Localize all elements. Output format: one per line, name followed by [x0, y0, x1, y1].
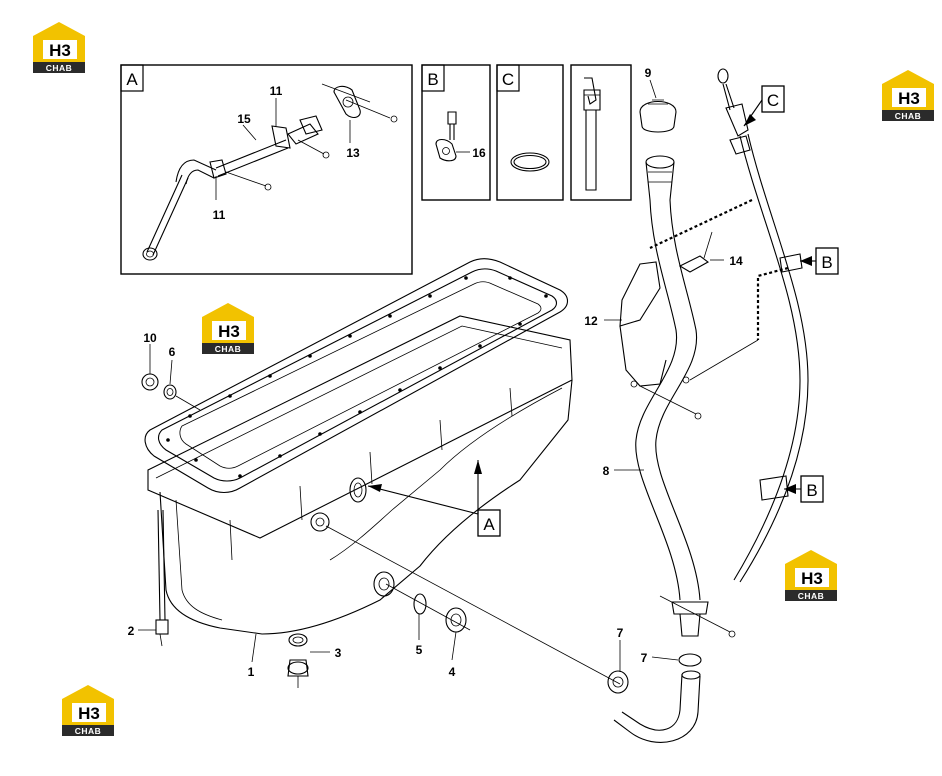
- detail-box-a: A 11 15 11 13: [120, 64, 413, 275]
- callout-9: 9: [645, 66, 652, 80]
- oil-filler-tube: [325, 99, 736, 743]
- callout-11-bottom: 11: [213, 208, 226, 222]
- oil-dipstick: [717, 68, 809, 583]
- watermark-top-text: H3: [49, 41, 71, 60]
- callout-14: 14: [729, 254, 743, 268]
- detail-box-a-label: A: [126, 70, 138, 89]
- detail-box-c-label: C: [502, 70, 514, 89]
- detail-box-b-label: B: [427, 70, 438, 89]
- watermark-logo-bottom-left: H3 CHAB: [62, 685, 114, 736]
- callout-1: 1: [248, 665, 255, 679]
- watermark-logo-top-left: H3 CHAB: [33, 22, 85, 73]
- oil-level-sensor: [155, 509, 169, 647]
- callout-15: 15: [237, 112, 251, 126]
- svg-text:B: B: [806, 481, 817, 500]
- watermark-logo-right: H3 CHAB: [785, 550, 837, 601]
- watermark-logo-top-right: H3 CHAB: [882, 70, 934, 121]
- callout-2: 2: [128, 624, 135, 638]
- watermark-bottom-text: CHAB: [895, 111, 922, 121]
- watermark-bottom-text: CHAB: [75, 726, 102, 736]
- svg-text:B: B: [821, 253, 832, 272]
- svg-text:C: C: [767, 91, 779, 110]
- watermark-logo-center: H3 CHAB: [202, 303, 254, 354]
- callout-13: 13: [346, 146, 360, 160]
- callouts-main: 1 2 3 4 5 6 7 7 8 9 10 12 14: [128, 66, 743, 679]
- watermark-bottom-text: CHAB: [46, 63, 73, 73]
- reference-tag-c: C: [743, 85, 785, 127]
- dashed-connectors: [649, 199, 789, 381]
- oil-pan: [144, 258, 573, 688]
- callout-6: 6: [169, 345, 176, 359]
- detail-box-dipstick-guide: [570, 64, 632, 201]
- callout-12: 12: [584, 314, 598, 328]
- reference-tag-a: A: [367, 460, 501, 537]
- callout-16: 16: [472, 146, 486, 160]
- detail-box-c: C: [496, 64, 564, 201]
- watermark-bottom-text: CHAB: [798, 591, 825, 601]
- watermark-top-text: H3: [78, 704, 100, 723]
- plug-and-washer-10-6: [141, 373, 201, 411]
- callout-4: 4: [449, 665, 456, 679]
- watermark-top-text: H3: [218, 322, 240, 341]
- watermark-top-text: H3: [898, 89, 920, 108]
- detail-box-b: B 16: [421, 64, 491, 201]
- svg-text:A: A: [483, 515, 495, 534]
- callout-11-top: 11: [270, 84, 283, 98]
- callout-10: 10: [143, 331, 157, 345]
- watermark-top-text: H3: [801, 569, 823, 588]
- reference-tag-b-lower: B: [784, 475, 824, 503]
- callout-5: 5: [416, 643, 423, 657]
- callout-7-right: 7: [641, 651, 648, 665]
- reference-tag-b-upper: B: [800, 247, 839, 275]
- callout-8: 8: [603, 464, 610, 478]
- callout-7-left: 7: [617, 626, 624, 640]
- callout-3: 3: [335, 646, 342, 660]
- watermark-bottom-text: CHAB: [215, 344, 242, 354]
- washers-5-4: [385, 583, 471, 633]
